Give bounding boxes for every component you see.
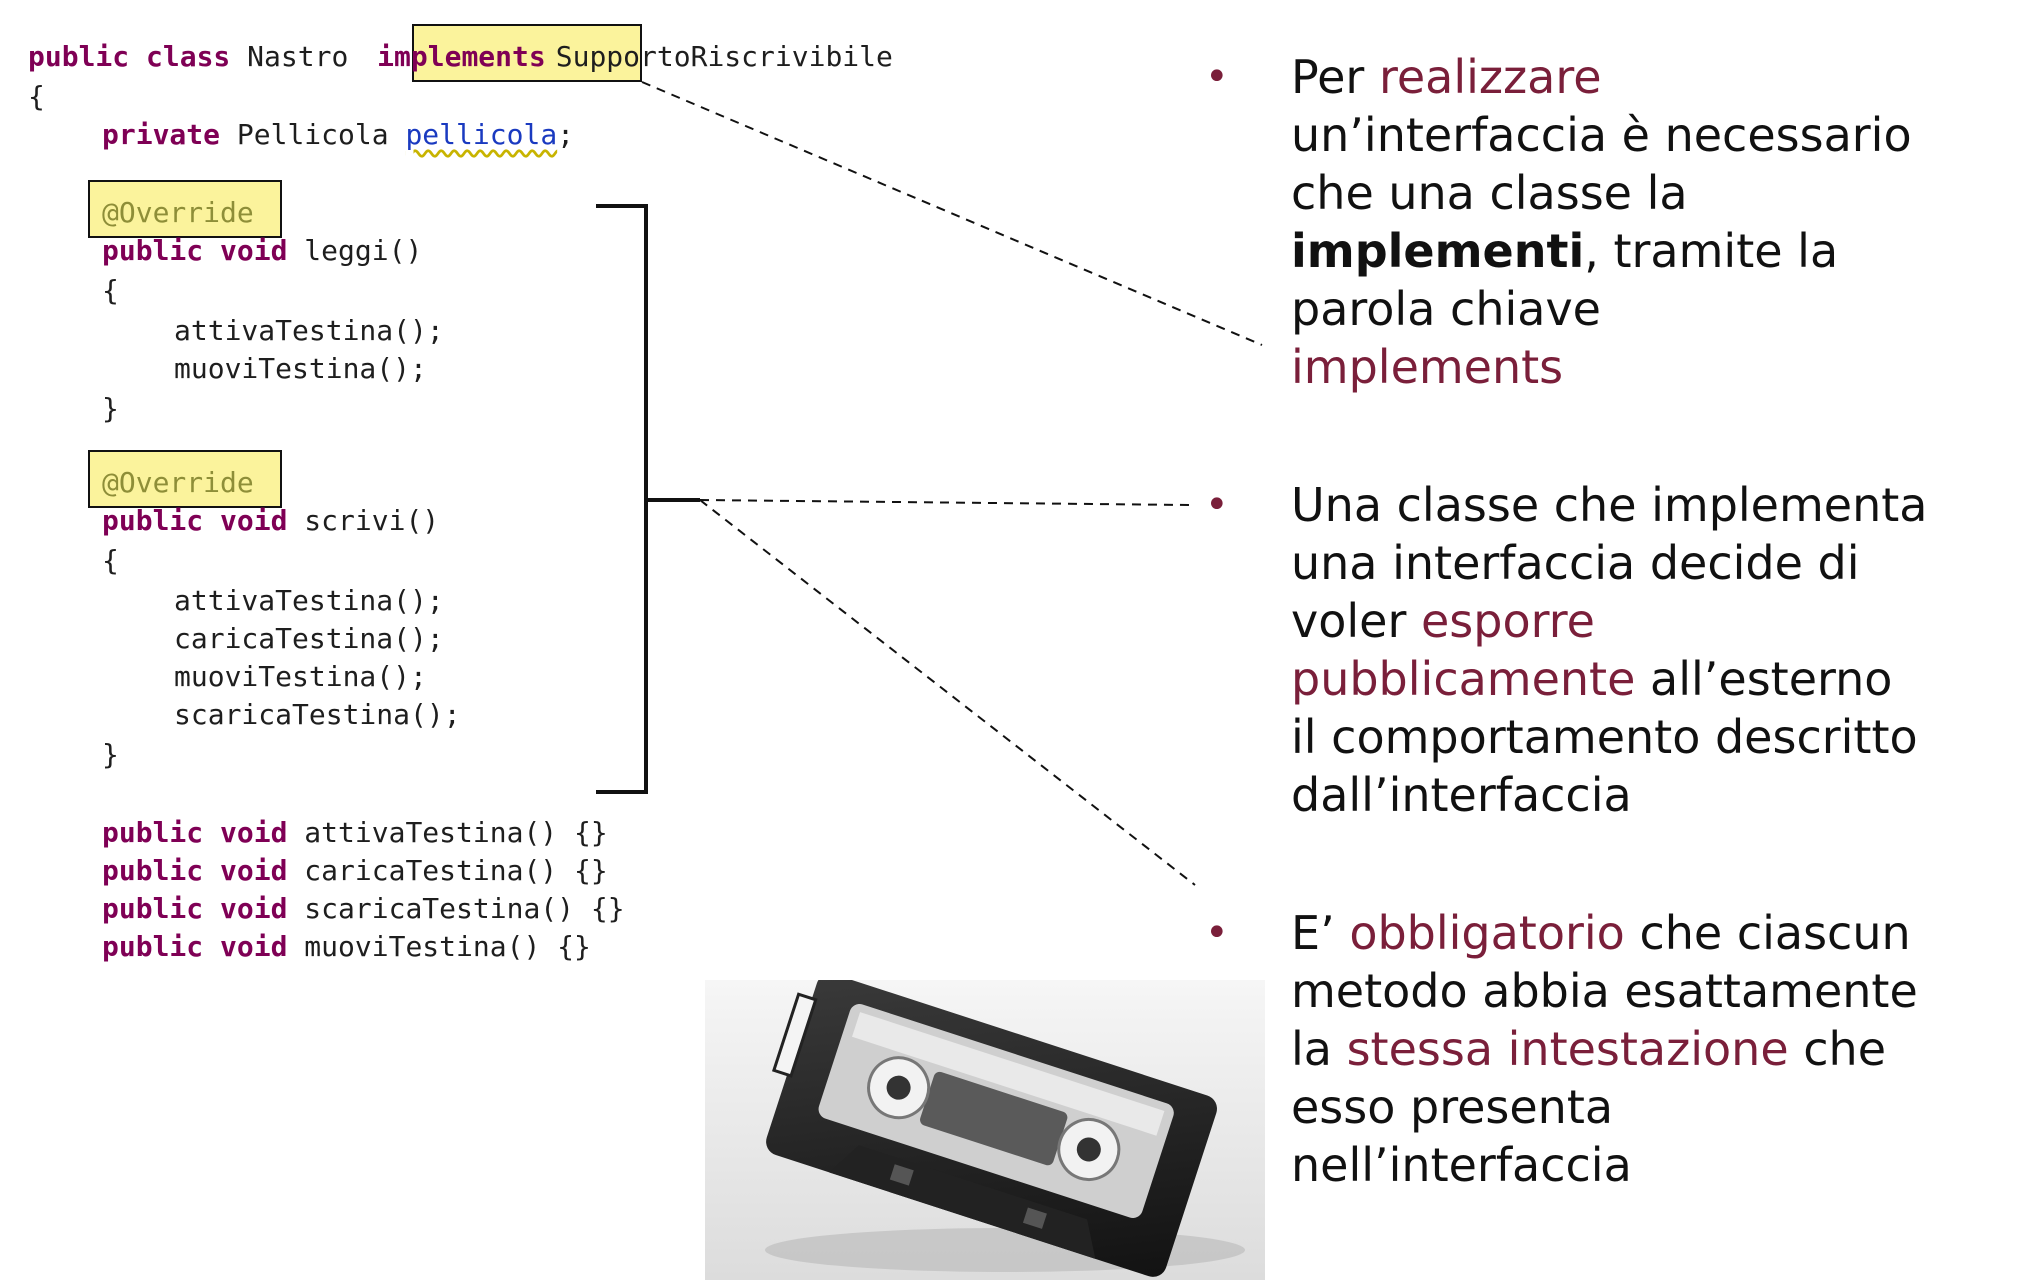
text: che una classe la	[1291, 166, 1688, 220]
override-annotation-1: @Override	[102, 196, 254, 229]
text-line: una interfaccia decide di	[1291, 534, 2001, 592]
method-scrivi-stmt: scaricaTestina();	[174, 698, 461, 731]
text-line: pubblicamente all’esterno	[1291, 650, 2001, 708]
bullet-marker: •	[1205, 910, 1229, 956]
keyword: public class	[28, 40, 231, 73]
text: il comportamento descritto	[1291, 710, 1918, 764]
method-scrivi-stmt: attivaTestina();	[174, 584, 444, 617]
text: la	[1291, 1022, 1347, 1076]
method-scrivi-stmt: muoviTestina();	[174, 660, 427, 693]
field-type: Pellicola	[220, 118, 406, 151]
override-highlight-2	[88, 450, 282, 508]
text: che	[1788, 1022, 1886, 1076]
text-line: implements	[1291, 338, 2001, 396]
text: voler	[1291, 594, 1421, 648]
bullet-text: E’ obbligatorio che ciascun metodo abbia…	[1291, 904, 2001, 1194]
method-name: muoviTestina() {}	[287, 930, 591, 963]
method-leggi-signature: public void leggi()	[102, 234, 422, 267]
implements-keyword: implements	[377, 40, 546, 73]
method-scrivi-close: }	[102, 738, 119, 771]
code-listing: public class Nastro implements SupportoRi…	[0, 0, 893, 963]
text: dall’interfaccia	[1291, 768, 1632, 822]
text-line: E’ obbligatorio che ciascun	[1291, 904, 2001, 962]
keyword: public void	[102, 504, 288, 537]
text: una interfaccia decide di	[1291, 536, 1860, 590]
text: esso presenta	[1291, 1080, 1614, 1134]
dashed-connector-bullet2	[699, 499, 1191, 506]
text-line: la stessa intestazione che	[1291, 1020, 2001, 1078]
text: parola chiave	[1291, 282, 1601, 336]
text-line: il comportamento descritto	[1291, 708, 2001, 766]
bullet-text: Per realizzare un’interfaccia è necessar…	[1291, 48, 2001, 396]
bold-text: implementi	[1291, 224, 1585, 278]
method-leggi-open: {	[102, 274, 119, 307]
text: che ciascun	[1624, 906, 1911, 960]
text-line: esso presenta	[1291, 1078, 2001, 1136]
dashed-connector-bullet3	[699, 499, 1196, 886]
method-name: scrivi()	[287, 504, 440, 537]
bullet-marker: •	[1205, 482, 1229, 528]
keyword: public void	[102, 234, 288, 267]
bullet-text: Una classe che implementa una interfacci…	[1291, 476, 2001, 824]
accent-text: realizzare	[1378, 50, 1602, 104]
open-brace: {	[28, 80, 45, 113]
text: E’	[1291, 906, 1350, 960]
text-line: voler esporre	[1291, 592, 2001, 650]
method-leggi-close: }	[102, 392, 119, 425]
text-line: parola chiave	[1291, 280, 2001, 338]
method-scrivi-stmt: caricaTestina();	[174, 622, 444, 655]
method-scrivi-open: {	[102, 544, 119, 577]
accent-text: obbligatorio	[1349, 906, 1625, 960]
field-name: pellicola	[405, 118, 558, 151]
method-scrivi-signature: public void scrivi()	[102, 504, 439, 537]
text-line: implementi, tramite la	[1291, 222, 2001, 280]
method-name: attivaTestina() {}	[287, 816, 608, 849]
text-line: che una classe la	[1291, 164, 2001, 222]
method-name: leggi()	[287, 234, 423, 267]
accent-text: pubblicamente	[1291, 652, 1636, 706]
keyword: public void	[102, 892, 288, 925]
text: metodo abbia esattamente	[1291, 964, 1918, 1018]
class-declaration: public class Nastro implements SupportoRi…	[28, 40, 893, 73]
text-line: dall’interfaccia	[1291, 766, 2001, 824]
text-line: Per realizzare	[1291, 48, 2001, 106]
dashed-connector-implements	[641, 81, 1263, 346]
text: Una classe che implementa	[1291, 478, 1928, 532]
override-annotation-2: @Override	[102, 466, 254, 499]
accent-text: esporre	[1420, 594, 1595, 648]
cassette-tape-image	[705, 980, 1265, 1280]
stub-method: public void scaricaTestina() {}	[102, 892, 625, 925]
accent-text: stessa intestazione	[1346, 1022, 1789, 1076]
text: Per	[1291, 50, 1379, 104]
override-highlight-1	[88, 180, 282, 238]
stub-method: public void muoviTestina() {}	[102, 930, 591, 963]
method-leggi-stmt: muoviTestina();	[174, 352, 427, 385]
class-name: Nastro	[230, 40, 366, 73]
text: nell’interfaccia	[1291, 1138, 1632, 1192]
text-line: metodo abbia esattamente	[1291, 962, 2001, 1020]
method-name: caricaTestina() {}	[287, 854, 608, 887]
text: un’interfaccia è necessario	[1291, 108, 1912, 162]
field-declaration: private Pellicola pellicola;	[102, 118, 574, 151]
semicolon: ;	[557, 118, 575, 151]
methods-bracket	[596, 204, 648, 794]
bullet-marker: •	[1205, 54, 1229, 100]
text-line: Una classe che implementa	[1291, 476, 2001, 534]
text: , tramite la	[1584, 224, 1839, 278]
keyword: public void	[102, 854, 288, 887]
stub-method: public void attivaTestina() {}	[102, 816, 608, 849]
keyword: private	[102, 118, 221, 151]
accent-text: implements	[1291, 340, 1564, 394]
implements-highlight	[412, 24, 642, 82]
text: all’esterno	[1635, 652, 1893, 706]
keyword: public void	[102, 816, 288, 849]
stub-method: public void caricaTestina() {}	[102, 854, 608, 887]
text-line: nell’interfaccia	[1291, 1136, 2001, 1194]
method-name: scaricaTestina() {}	[287, 892, 625, 925]
text-line: un’interfaccia è necessario	[1291, 106, 2001, 164]
keyword: public void	[102, 930, 288, 963]
interface-name: SupportoRiscrivibile	[555, 40, 893, 73]
method-leggi-stmt: attivaTestina();	[174, 314, 444, 347]
